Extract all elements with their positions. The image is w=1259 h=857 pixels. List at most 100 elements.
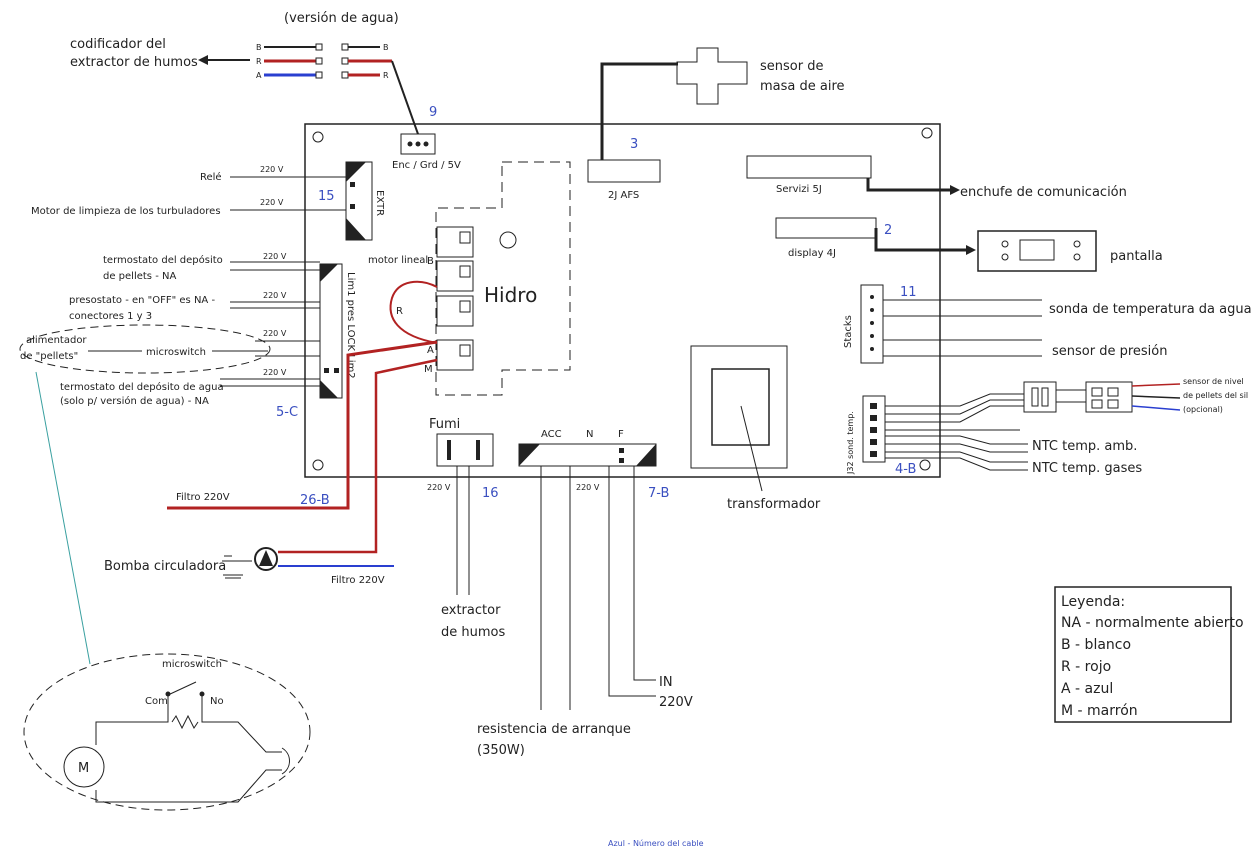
- hidro-hole: [499, 231, 517, 249]
- enc-grd-label: Enc / Grd / 5V: [392, 160, 461, 171]
- extr-connector-shading: [346, 162, 366, 240]
- alimentador-ellipse: [19, 324, 271, 374]
- filtro-wire: [167, 340, 438, 510]
- extr-connector-label: EXTR: [374, 190, 385, 216]
- voltage-label: 220 V: [576, 483, 600, 492]
- wire-letter-b-right: B: [383, 43, 389, 52]
- legend-item: R - rojo: [1061, 659, 1111, 675]
- fumi-connector: [436, 433, 494, 467]
- in-220-label: 220V: [659, 695, 693, 710]
- cable-number-26b: 26-B: [300, 493, 330, 508]
- cable-end-symbol: [281, 747, 290, 775]
- sond-temp-connector: [862, 395, 886, 463]
- hidro-label: Hidro: [484, 283, 537, 307]
- n-label: N: [586, 429, 593, 440]
- cable-number-3: 3: [630, 137, 638, 152]
- legend-box: [1054, 586, 1232, 723]
- motor-lineal-label: motor lineal: [368, 255, 428, 266]
- acc-n-f-shading: [519, 444, 656, 466]
- wire-letter-b-left: B: [256, 43, 262, 52]
- connector-pin: [407, 141, 413, 147]
- display-connector: [775, 217, 877, 239]
- voltage-label: 220 V: [260, 198, 284, 207]
- microswitch-detail-label: microswitch: [162, 659, 222, 670]
- wire-letter-a-left: A: [256, 71, 262, 80]
- pantalla-arrow-head: [966, 245, 976, 255]
- hidro-module: [435, 161, 571, 396]
- cable-number-4b: 4-B: [895, 462, 916, 477]
- termo-agua-label-2: (solo p/ versión de agua) - NA: [60, 395, 209, 407]
- legend-item: A - azul: [1061, 681, 1113, 697]
- extr-pin: [350, 182, 355, 187]
- ground-symbol: [222, 555, 252, 579]
- resistor-symbol: [171, 714, 199, 730]
- stacks-connector: [860, 284, 884, 364]
- board-mount-hole: [919, 459, 931, 471]
- display-wire: [874, 228, 968, 252]
- presostato-label-2: conectores 1 y 3: [69, 311, 152, 322]
- fumi-label: Fumi: [429, 417, 460, 432]
- board-mount-hole: [921, 127, 933, 139]
- lim-pin: [334, 368, 339, 373]
- extractor-label-1: extractor: [441, 603, 501, 618]
- acc-n-f-connector: [518, 443, 657, 467]
- legend-title: Leyenda:: [1061, 594, 1125, 610]
- detail-leader-line: [35, 371, 91, 665]
- ntc-amb-label: NTC temp. amb.: [1032, 439, 1137, 454]
- motor-limpieza-label: Motor de limpieza de los turbuladores: [31, 206, 221, 217]
- connector-pin: [415, 141, 421, 147]
- pantalla-button: [1073, 240, 1081, 248]
- board-mount-hole: [312, 459, 324, 471]
- legend-item: M - marrón: [1061, 703, 1138, 719]
- servizi-connector: [746, 155, 872, 179]
- sonda-temp-label: sonda de temperatura da agua: [1049, 302, 1252, 317]
- enchufe-label: enchufe de comunicación: [960, 185, 1127, 200]
- wire-letter-r-right: R: [383, 71, 389, 80]
- sensor-masa-cross: [676, 47, 748, 105]
- extractor-label-2: de humos: [441, 625, 505, 640]
- water-version-wires: [264, 43, 419, 135]
- cable-number-7b: 7-B: [648, 486, 669, 501]
- cable-number-16: 16: [482, 486, 499, 501]
- ntc-gases-label: NTC temp. gases: [1032, 461, 1142, 476]
- lim-connector: [319, 263, 343, 399]
- transformer-inner: [711, 368, 770, 446]
- codificador-label-2: extractor de humos: [70, 55, 198, 70]
- alimentador-label-2: de "pellets": [20, 351, 78, 362]
- sond-temp-pins: [870, 403, 877, 457]
- in-wire: [608, 466, 656, 697]
- resistencia-label-2: (350W): [477, 743, 525, 758]
- filtro-label-1: Filtro 220V: [176, 492, 230, 503]
- servizi-wire: [866, 178, 952, 192]
- microswitch-contact: [165, 691, 171, 697]
- presostato-label-1: presostato - en "OFF" es NA -: [69, 295, 215, 306]
- enchufe-arrow-head: [950, 185, 960, 195]
- footer-note: Azul - Número del cable: [608, 839, 704, 848]
- display4j-label: display 4J: [788, 248, 836, 259]
- voltage-label: 220 V: [263, 368, 287, 377]
- f-label: F: [618, 429, 624, 440]
- voltage-label: 220 V: [260, 165, 284, 174]
- cable-number-2: 2: [884, 223, 892, 238]
- transformer-leader: [740, 405, 763, 492]
- transformer-outer: [690, 345, 788, 469]
- motor-symbol: [63, 746, 105, 788]
- legend-item: B - blanco: [1061, 637, 1131, 653]
- pantalla-button: [1001, 253, 1009, 261]
- acc-n-f-pin: [619, 458, 624, 463]
- sensor-nivel-label-1: sensor de nivel: [1183, 377, 1244, 386]
- sensor-masa-label-2: masa de aire: [760, 79, 845, 94]
- no-label: No: [210, 696, 224, 707]
- sensor-nivel-label-3: (opcional): [1183, 405, 1223, 414]
- motor-symbol-label: M: [78, 761, 89, 776]
- stacks-wires: [883, 299, 1042, 357]
- stacks-label: Stacks: [843, 315, 854, 348]
- servizi-label: Servizi 5J: [776, 184, 822, 195]
- voltage-label: 220 V: [427, 483, 451, 492]
- board-mount-hole: [312, 131, 324, 143]
- microswitch-detail-wiring: [95, 681, 282, 803]
- connector-pin: [423, 141, 429, 147]
- sond-temp-label: J32 sond. temp.: [846, 411, 855, 475]
- pantalla-button: [1073, 253, 1081, 261]
